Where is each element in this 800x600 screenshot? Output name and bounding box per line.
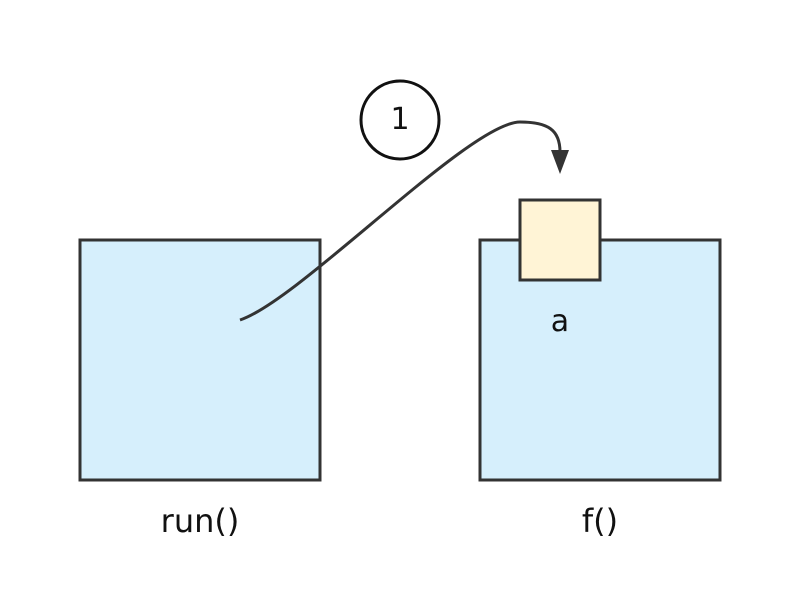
- f-frame-label: f(): [581, 502, 619, 540]
- variable-a-label: a: [550, 304, 570, 339]
- arrowhead-icon: [551, 150, 569, 174]
- variable-a-box: [518, 198, 602, 282]
- run-frame-box: [78, 238, 322, 482]
- step-number: 1: [390, 102, 410, 137]
- call-arrow-path: [239, 120, 562, 322]
- step-circle: [359, 79, 441, 161]
- run-frame-label: run(): [160, 502, 240, 540]
